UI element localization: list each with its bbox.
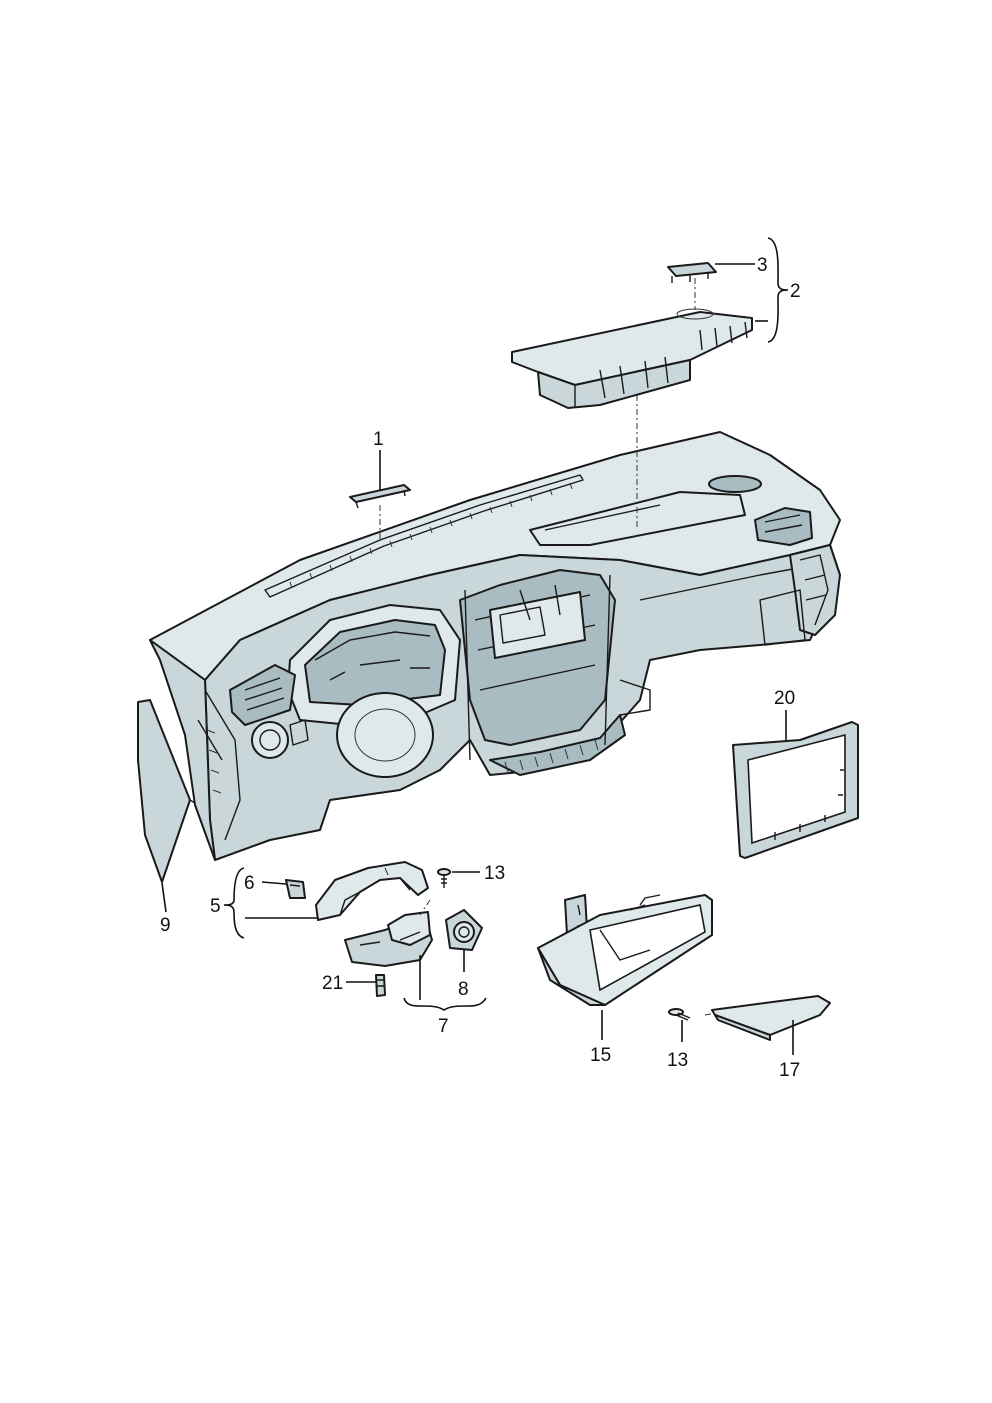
part-15-storage-bin bbox=[537, 894, 713, 1006]
part-20-trim-frame bbox=[732, 721, 859, 859]
callout-17: 17 bbox=[779, 1060, 800, 1081]
part-5-upper-column-trim bbox=[315, 861, 429, 921]
part-2-upper-cover bbox=[511, 308, 753, 409]
braces bbox=[223, 237, 789, 1011]
callout-6: 6 bbox=[244, 873, 255, 894]
callout-3: 3 bbox=[757, 255, 768, 276]
part-7-lower-column-trim bbox=[344, 911, 433, 967]
callout-labels: 1 2 3 5 6 7 8 9 13 13 15 17 20 21 bbox=[160, 255, 801, 1081]
callout-13-upper: 13 bbox=[484, 863, 505, 884]
callout-13-lower: 13 bbox=[667, 1050, 688, 1071]
part-6-switch bbox=[285, 879, 306, 899]
callout-2: 2 bbox=[790, 281, 801, 302]
part-13-screw-lower bbox=[668, 1008, 691, 1021]
callout-8: 8 bbox=[458, 979, 469, 1000]
part-3-cap bbox=[667, 262, 717, 283]
part-8-switch-housing bbox=[445, 909, 483, 951]
part-13-screw-upper bbox=[437, 868, 451, 888]
part-17-tray-lid bbox=[711, 995, 831, 1041]
leader-lines bbox=[161, 263, 794, 1055]
part-1-cover bbox=[349, 484, 411, 509]
callout-5: 5 bbox=[210, 896, 221, 917]
callout-1: 1 bbox=[373, 429, 384, 450]
part-9-side-trim bbox=[137, 699, 196, 883]
callout-21: 21 bbox=[322, 973, 343, 994]
callout-20: 20 bbox=[774, 688, 795, 709]
dashboard bbox=[149, 431, 841, 861]
callout-7: 7 bbox=[438, 1016, 449, 1037]
callout-9: 9 bbox=[160, 915, 171, 936]
callout-15: 15 bbox=[590, 1045, 611, 1066]
part-21-screw bbox=[375, 974, 386, 997]
